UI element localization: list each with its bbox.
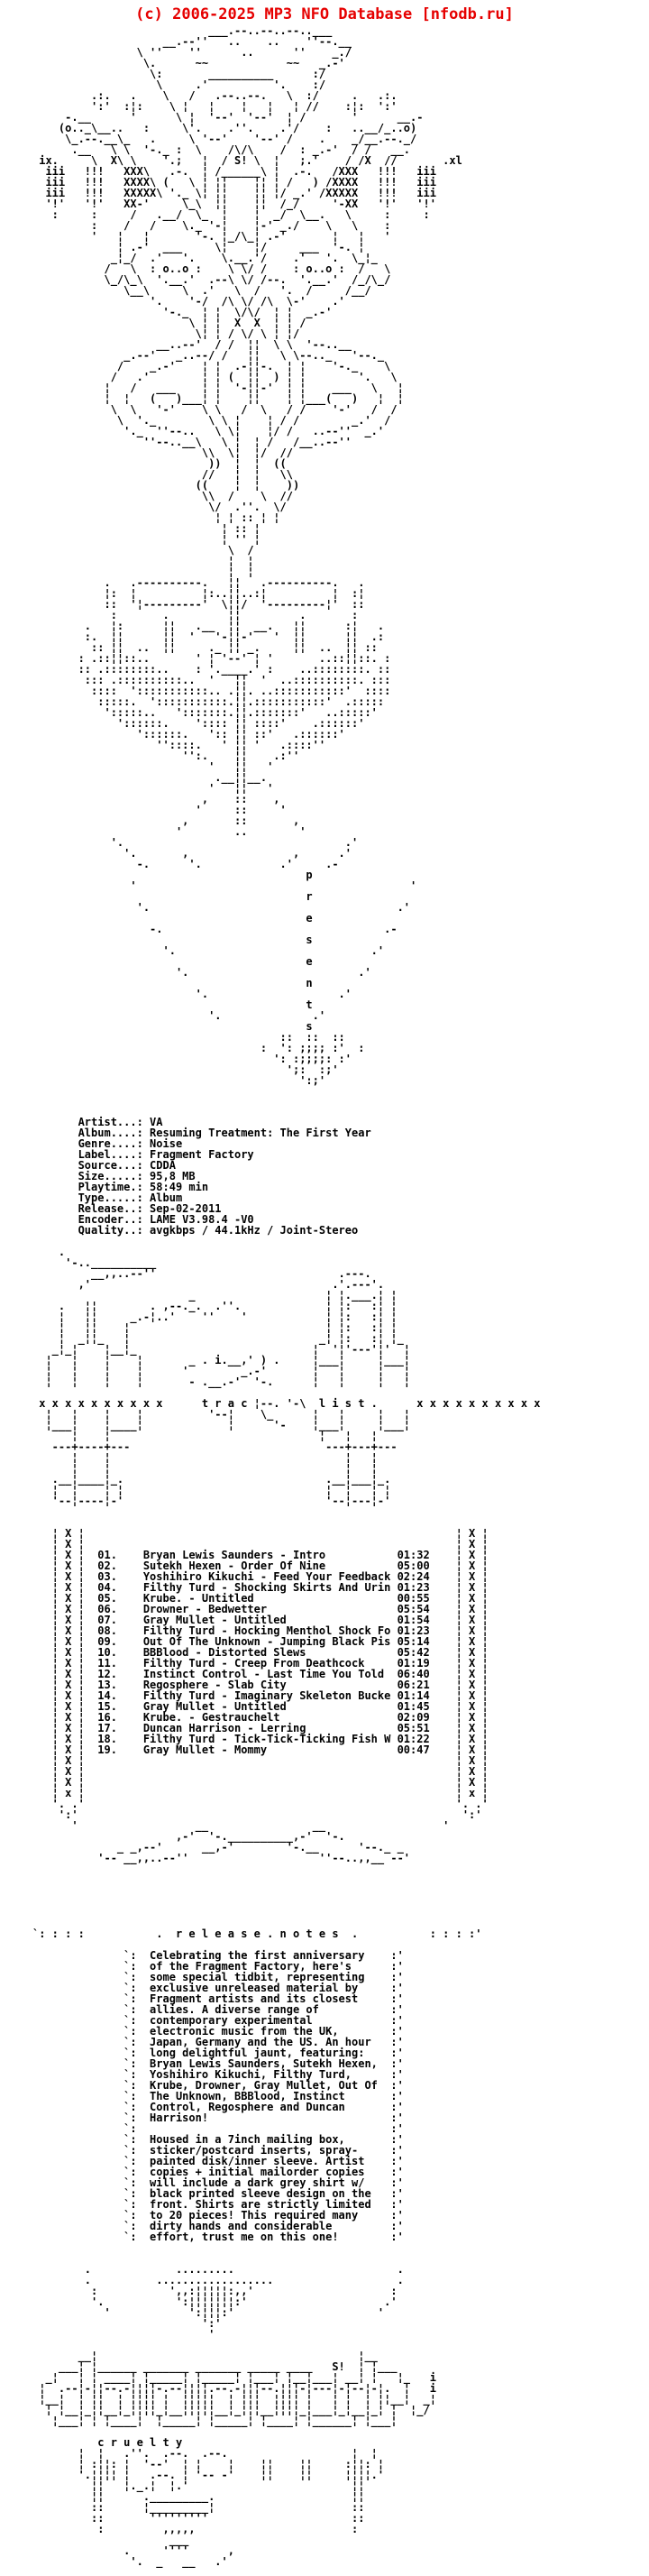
- nfodb-copyright-header: (c) 2006-2025 MP3 NFO Database [nfodb.ru…: [135, 5, 514, 23]
- tracklist: . '-..__________ __,,..--'' .---. ,' .'.…: [39, 1246, 541, 1864]
- release-info: Artist...: VA Album....: Resuming Treatm…: [78, 1116, 371, 1237]
- ascii-art-top: ___.--..--..--..___ __.--'' .. .. ''--._…: [39, 24, 462, 1087]
- ascii-art-bottom: . ......... . . .................. . : '…: [39, 2263, 436, 2568]
- nfo-document: ___.--..--..--..___ __.--'' .. .. ''--._…: [32, 25, 617, 2567]
- release-notes: `: : : : . r e l e a s e . n o t e s . :…: [32, 1927, 482, 2243]
